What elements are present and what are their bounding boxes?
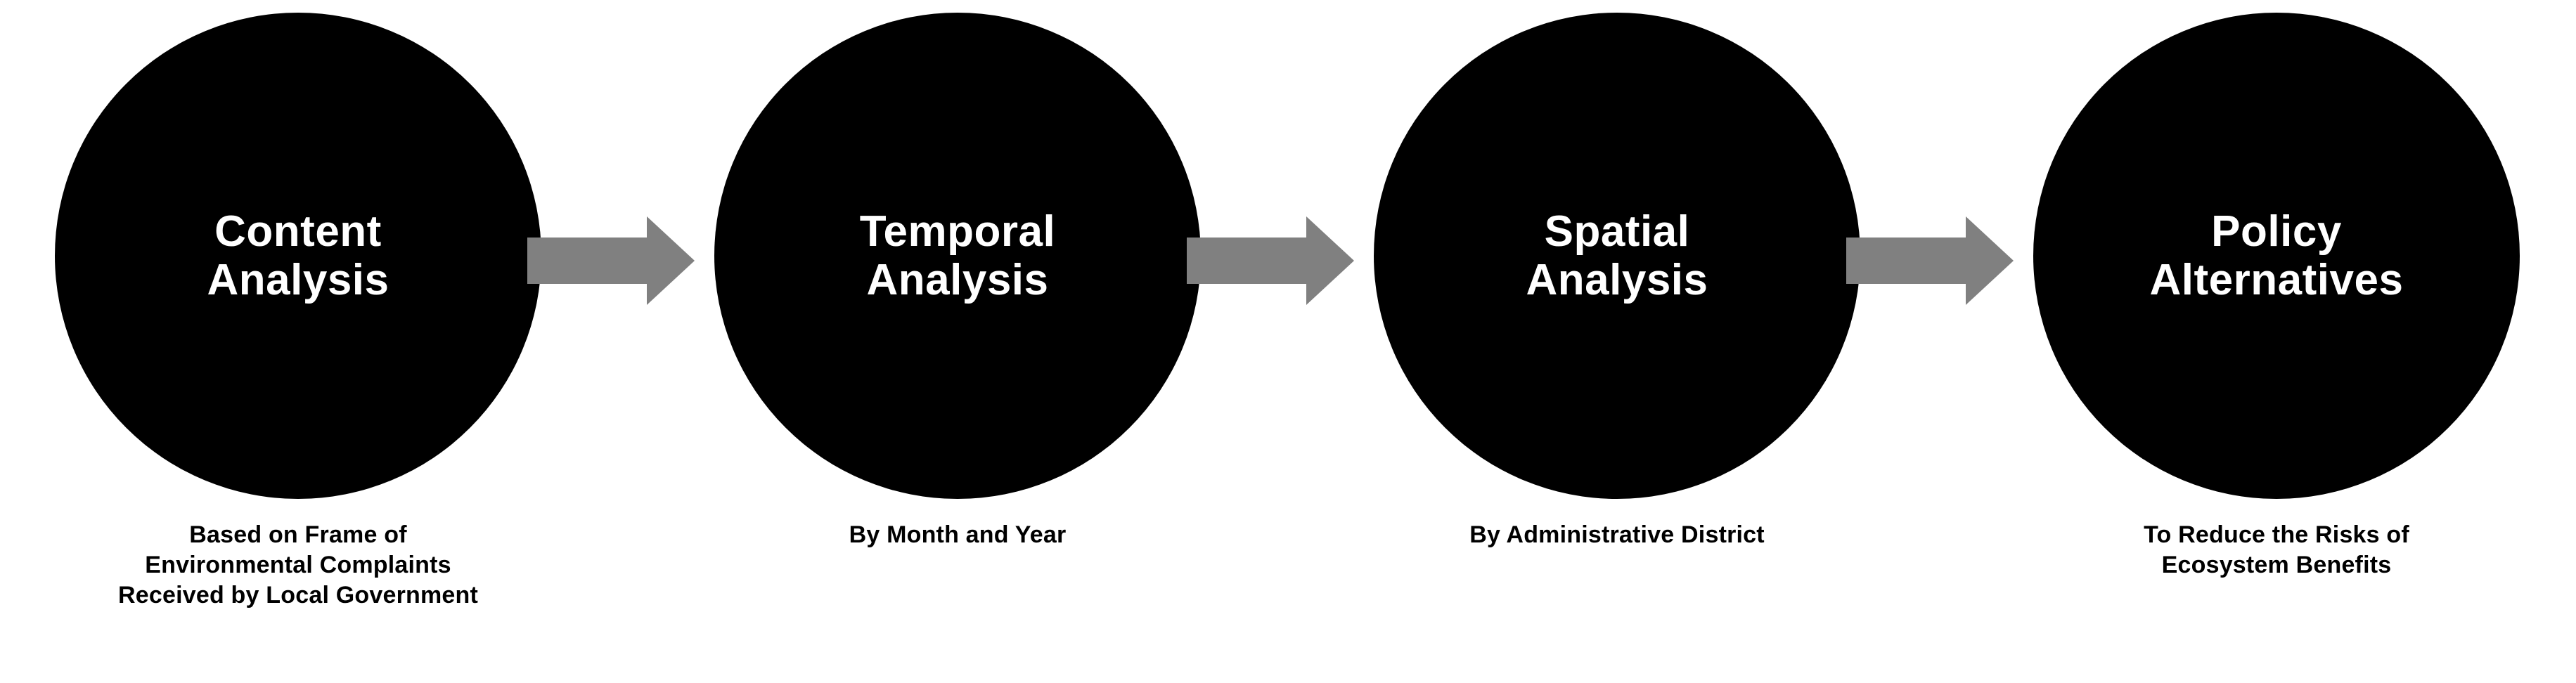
- node-circle-content-analysis[interactable]: Content Analysis: [55, 13, 541, 499]
- node-label-policy-alternatives: Policy Alternatives: [2149, 207, 2404, 304]
- flow-stage-policy-alternatives: Policy Alternatives To Reduce the Risks …: [2033, 0, 2520, 683]
- flow-stage-temporal-analysis: Temporal Analysis By Month and Year: [714, 0, 1201, 683]
- right-arrow-icon-3: [1846, 216, 2014, 305]
- node-label-content-analysis: Content Analysis: [207, 207, 389, 304]
- node-circle-temporal-analysis[interactable]: Temporal Analysis: [714, 13, 1201, 499]
- node-label-temporal-analysis: Temporal Analysis: [859, 207, 1056, 304]
- node-label-spatial-analysis: Spatial Analysis: [1526, 207, 1708, 304]
- node-caption-temporal-analysis: By Month and Year: [849, 521, 1067, 548]
- flow-stage-content-analysis: Content Analysis Based on Frame of Envir…: [55, 0, 541, 683]
- node-caption-content-analysis: Based on Frame of Environmental Complain…: [118, 521, 478, 609]
- node-circle-spatial-analysis[interactable]: Spatial Analysis: [1374, 13, 1860, 499]
- flow-stage-spatial-analysis: Spatial Analysis By Administrative Distr…: [1374, 0, 1860, 683]
- node-caption-spatial-analysis: By Administrative District: [1469, 521, 1765, 548]
- right-arrow-icon-2: [1187, 216, 1354, 305]
- node-caption-policy-alternatives: To Reduce the Risks of Ecosystem Benefit…: [2144, 521, 2409, 578]
- node-circle-policy-alternatives[interactable]: Policy Alternatives: [2033, 13, 2520, 499]
- right-arrow-icon-1: [527, 216, 695, 305]
